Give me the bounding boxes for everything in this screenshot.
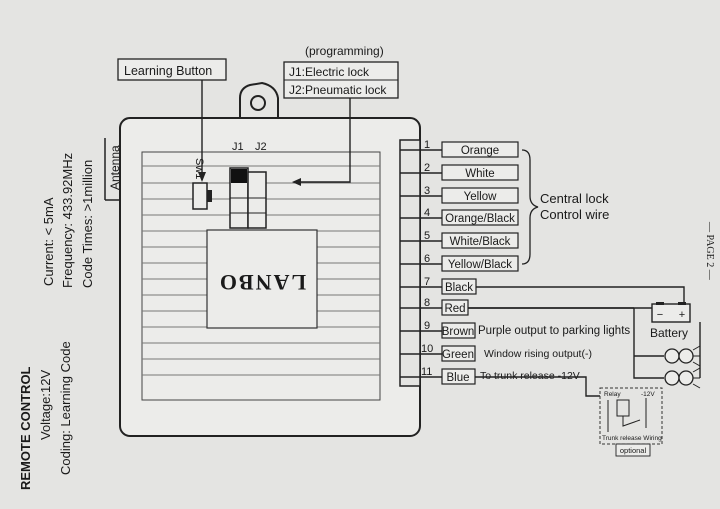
wire-color-label: White/Black (450, 236, 511, 248)
wire-color-label: Blue (446, 372, 469, 384)
programming-j2: J2:Pneumatic lock (289, 83, 387, 97)
j1-label: J1 (232, 141, 244, 153)
optional-label: optional (620, 446, 647, 455)
pcb-area (141, 151, 381, 401)
wire-color-label: Orange/Black (445, 213, 515, 225)
parking-light-feed (633, 308, 664, 379)
mounting-tab (239, 81, 279, 118)
wire-number: 3 (424, 185, 430, 197)
lanbo-logo: LANBO (218, 270, 306, 295)
programming-arrow (292, 178, 301, 186)
wire-number: 10 (421, 343, 433, 355)
wire-number: 8 (424, 297, 430, 309)
wire-color-box (441, 255, 519, 272)
wire-number: 5 (424, 230, 430, 242)
current-text: Current: < 5mA (41, 197, 56, 286)
learning-button-callout: Learning Button (124, 64, 212, 78)
trunk-release-wiring-label: Trunk release Wiring (602, 435, 662, 442)
relay-label: Relay (604, 391, 621, 398)
wire-number: 7 (424, 276, 430, 288)
relay-coil (616, 399, 630, 417)
wire-color-box (441, 209, 519, 226)
page-label-group: — PAGE 2 — (704, 221, 715, 281)
green-wire-note: Window rising output(-) (484, 348, 592, 360)
jumper-j1-cap (231, 169, 247, 183)
antenna-group: Antenna (108, 145, 122, 190)
wire-connector (399, 139, 421, 387)
learning-button-arrow (198, 172, 206, 182)
wire-number: 2 (424, 162, 430, 174)
wire-color-label: Orange (461, 145, 499, 157)
wire-color-box (441, 345, 476, 362)
blue-wire-to-relay (475, 376, 600, 397)
chip-area (206, 229, 318, 329)
wire-color-box (441, 322, 476, 339)
mounting-hole (250, 95, 266, 111)
battery-minus: − (657, 309, 663, 321)
central-lock-label-2: Control wire (540, 207, 609, 222)
antenna-label: Antenna (108, 145, 122, 190)
coding-group: Coding: Learning Code (58, 341, 73, 475)
wire-color-label: Yellow (464, 191, 498, 203)
coding-text: Coding: Learning Code (58, 341, 73, 475)
j2-label: J2 (255, 141, 267, 153)
wire-number: 4 (424, 207, 430, 219)
battery (651, 303, 691, 323)
brown-wire-note: Purple output to parking lights (478, 325, 630, 337)
wire-number: 11 (421, 366, 432, 378)
programming-pointer (298, 98, 351, 183)
wire-color-label: Black (445, 282, 473, 294)
code-times-group: Code Times: >1million (80, 160, 95, 288)
frequency-group: Frequency: 433.92MHz (60, 153, 75, 288)
parking-light-2 (664, 367, 701, 389)
learning-button (192, 182, 208, 210)
remote-control-title: REMOTE CONTROL (18, 366, 33, 490)
wire-color-box (441, 164, 519, 181)
black-wire-to-battery (476, 286, 685, 306)
battery-label: Battery (650, 326, 688, 340)
wire-color-box (441, 232, 519, 249)
blue-wire-note: To trunk release -12V (480, 370, 580, 382)
relay-contact (622, 416, 641, 427)
battery-terminal (656, 302, 664, 305)
wire-leads (400, 149, 442, 378)
battery-terminal (678, 302, 686, 305)
central-lock-label-1: Central lock (540, 191, 609, 206)
programming-j1: J1:Electric lock (289, 65, 370, 79)
learning-button-knob (207, 190, 212, 202)
wire-color-box (441, 187, 519, 204)
jumper-j2 (247, 171, 267, 229)
logo-group: LANBO (218, 270, 306, 295)
optional-badge (615, 443, 651, 457)
wire-color-label: Yellow/Black (448, 259, 512, 271)
battery-plus: + (679, 309, 685, 321)
page-label: — PAGE 2 — (704, 221, 715, 281)
voltage-group: Voltage:12V (38, 370, 53, 440)
wire-color-label: White (465, 168, 494, 180)
programming-title: (programming) (305, 44, 384, 58)
wire-color-label: Green (442, 349, 474, 361)
wire-color-label: Brown (442, 326, 475, 338)
parking-light-1 (664, 345, 701, 367)
wire-number: 6 (424, 253, 430, 265)
frequency-text: Frequency: 433.92MHz (60, 153, 75, 288)
central-lock-brace (521, 149, 539, 265)
current-group: Current: < 5mA (41, 197, 56, 286)
wire-number: 1 (424, 139, 430, 151)
relay-voltage: -12V (641, 391, 655, 398)
wire-color-box (441, 141, 519, 158)
remote-control-title-group: REMOTE CONTROL (18, 366, 33, 490)
learning-button-callout-box (117, 58, 227, 81)
code-times-text: Code Times: >1million (80, 160, 95, 288)
wire-color-label: Red (444, 303, 465, 315)
relay-box (599, 387, 663, 445)
voltage-text: Voltage:12V (38, 370, 53, 440)
wire-number: 9 (424, 320, 430, 332)
